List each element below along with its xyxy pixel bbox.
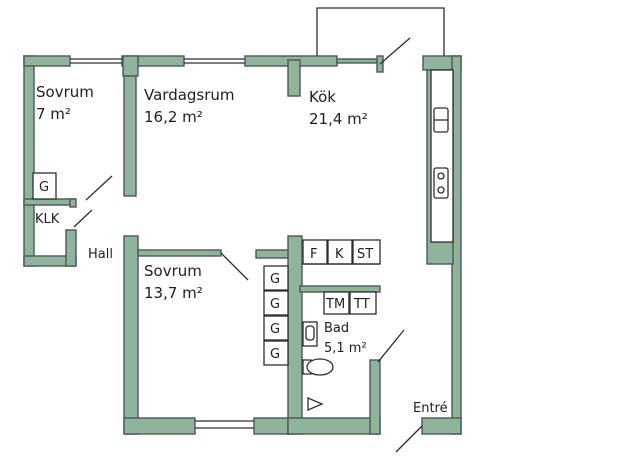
walls bbox=[23, 7, 462, 435]
room-name-hall: Hall bbox=[88, 247, 113, 262]
door-swing-bedroom bbox=[220, 252, 249, 281]
door-swing-balcony bbox=[379, 37, 411, 65]
wall-entrance bbox=[421, 417, 462, 435]
toilet-icon bbox=[306, 358, 334, 376]
wardrobe-g-4 bbox=[263, 340, 289, 366]
label-g-1: G bbox=[270, 272, 280, 287]
wall-door-stop-top bbox=[376, 55, 384, 73]
label-g-sovrum: G bbox=[39, 180, 49, 195]
wall-klk-right bbox=[65, 229, 77, 267]
wall-sovrum-vardagsrum bbox=[123, 75, 137, 197]
door-swing-sovrum bbox=[85, 175, 113, 201]
balcony-outline bbox=[316, 7, 445, 56]
door-swing-klk bbox=[73, 209, 93, 228]
wall-sovrum-bottom bbox=[23, 198, 76, 206]
wall-bath-bottom bbox=[287, 417, 381, 435]
room-name-bad: Bad bbox=[324, 321, 349, 336]
room-area-bad: 5,1 m² bbox=[324, 341, 367, 356]
room-name-vardagsrum: Vardagsrum bbox=[144, 86, 235, 104]
room-area-sovrum-small: 7 m² bbox=[36, 105, 71, 123]
room-name-sovrum-large: Sovrum bbox=[144, 262, 202, 280]
wall-bottom-2 bbox=[253, 417, 293, 435]
wall-top-1 bbox=[23, 55, 71, 67]
fixture-f bbox=[302, 239, 328, 265]
wall-top-2 bbox=[121, 55, 185, 67]
label-k: K bbox=[335, 247, 344, 262]
room-area-kok: 21,4 m² bbox=[309, 110, 368, 128]
fixture-tm bbox=[323, 291, 350, 315]
wall-stub-vardagsrum bbox=[122, 55, 139, 77]
wall-bedroom-left bbox=[123, 235, 139, 435]
fixture-k bbox=[327, 239, 353, 265]
room-name-sovrum-small: Sovrum bbox=[36, 83, 94, 101]
label-tm: TM bbox=[325, 297, 345, 312]
wall-bedroom-top bbox=[137, 249, 222, 257]
wall-central bbox=[287, 235, 303, 435]
room-area-vardagsrum: 16,2 m² bbox=[144, 108, 203, 126]
fixture-st bbox=[352, 239, 381, 265]
wall-bath-top bbox=[299, 285, 381, 293]
label-g-2: G bbox=[270, 297, 280, 312]
wall-left-outer bbox=[23, 55, 35, 267]
room-area-sovrum-large: 13,7 m² bbox=[144, 284, 203, 302]
label-st: ST bbox=[357, 247, 373, 262]
counter-top bbox=[430, 69, 454, 243]
door-swing-entrance bbox=[395, 425, 423, 453]
wardrobe-g-1 bbox=[263, 265, 289, 291]
room-name-entre: Entré bbox=[413, 401, 448, 416]
labels: Sovrum 7 m² Vardagsrum 16,2 m² Kök 21,4 … bbox=[35, 83, 448, 416]
wardrobe-g-2 bbox=[263, 290, 289, 316]
label-g-3: G bbox=[270, 322, 280, 337]
wall-bottom-1 bbox=[123, 417, 196, 435]
label-f: F bbox=[310, 247, 317, 262]
label-g-4: G bbox=[270, 347, 280, 362]
room-name-kok: Kök bbox=[309, 88, 336, 106]
fixtures bbox=[32, 172, 381, 411]
wall-stub-kok bbox=[287, 59, 301, 97]
wall-top-window bbox=[336, 58, 381, 64]
room-name-klk: KLK bbox=[35, 212, 60, 227]
wardrobe-g-3 bbox=[263, 315, 289, 341]
label-tt: TT bbox=[353, 297, 370, 312]
door-swing-bath bbox=[377, 329, 405, 363]
doors bbox=[73, 37, 423, 453]
floor-drain-icon bbox=[307, 397, 324, 411]
wall-bath-right bbox=[369, 359, 381, 435]
fixture-tt bbox=[349, 291, 377, 315]
kitchen-counter bbox=[430, 69, 454, 243]
wardrobe-sovrum bbox=[32, 172, 57, 200]
wall-wardrobe-top bbox=[255, 249, 291, 259]
